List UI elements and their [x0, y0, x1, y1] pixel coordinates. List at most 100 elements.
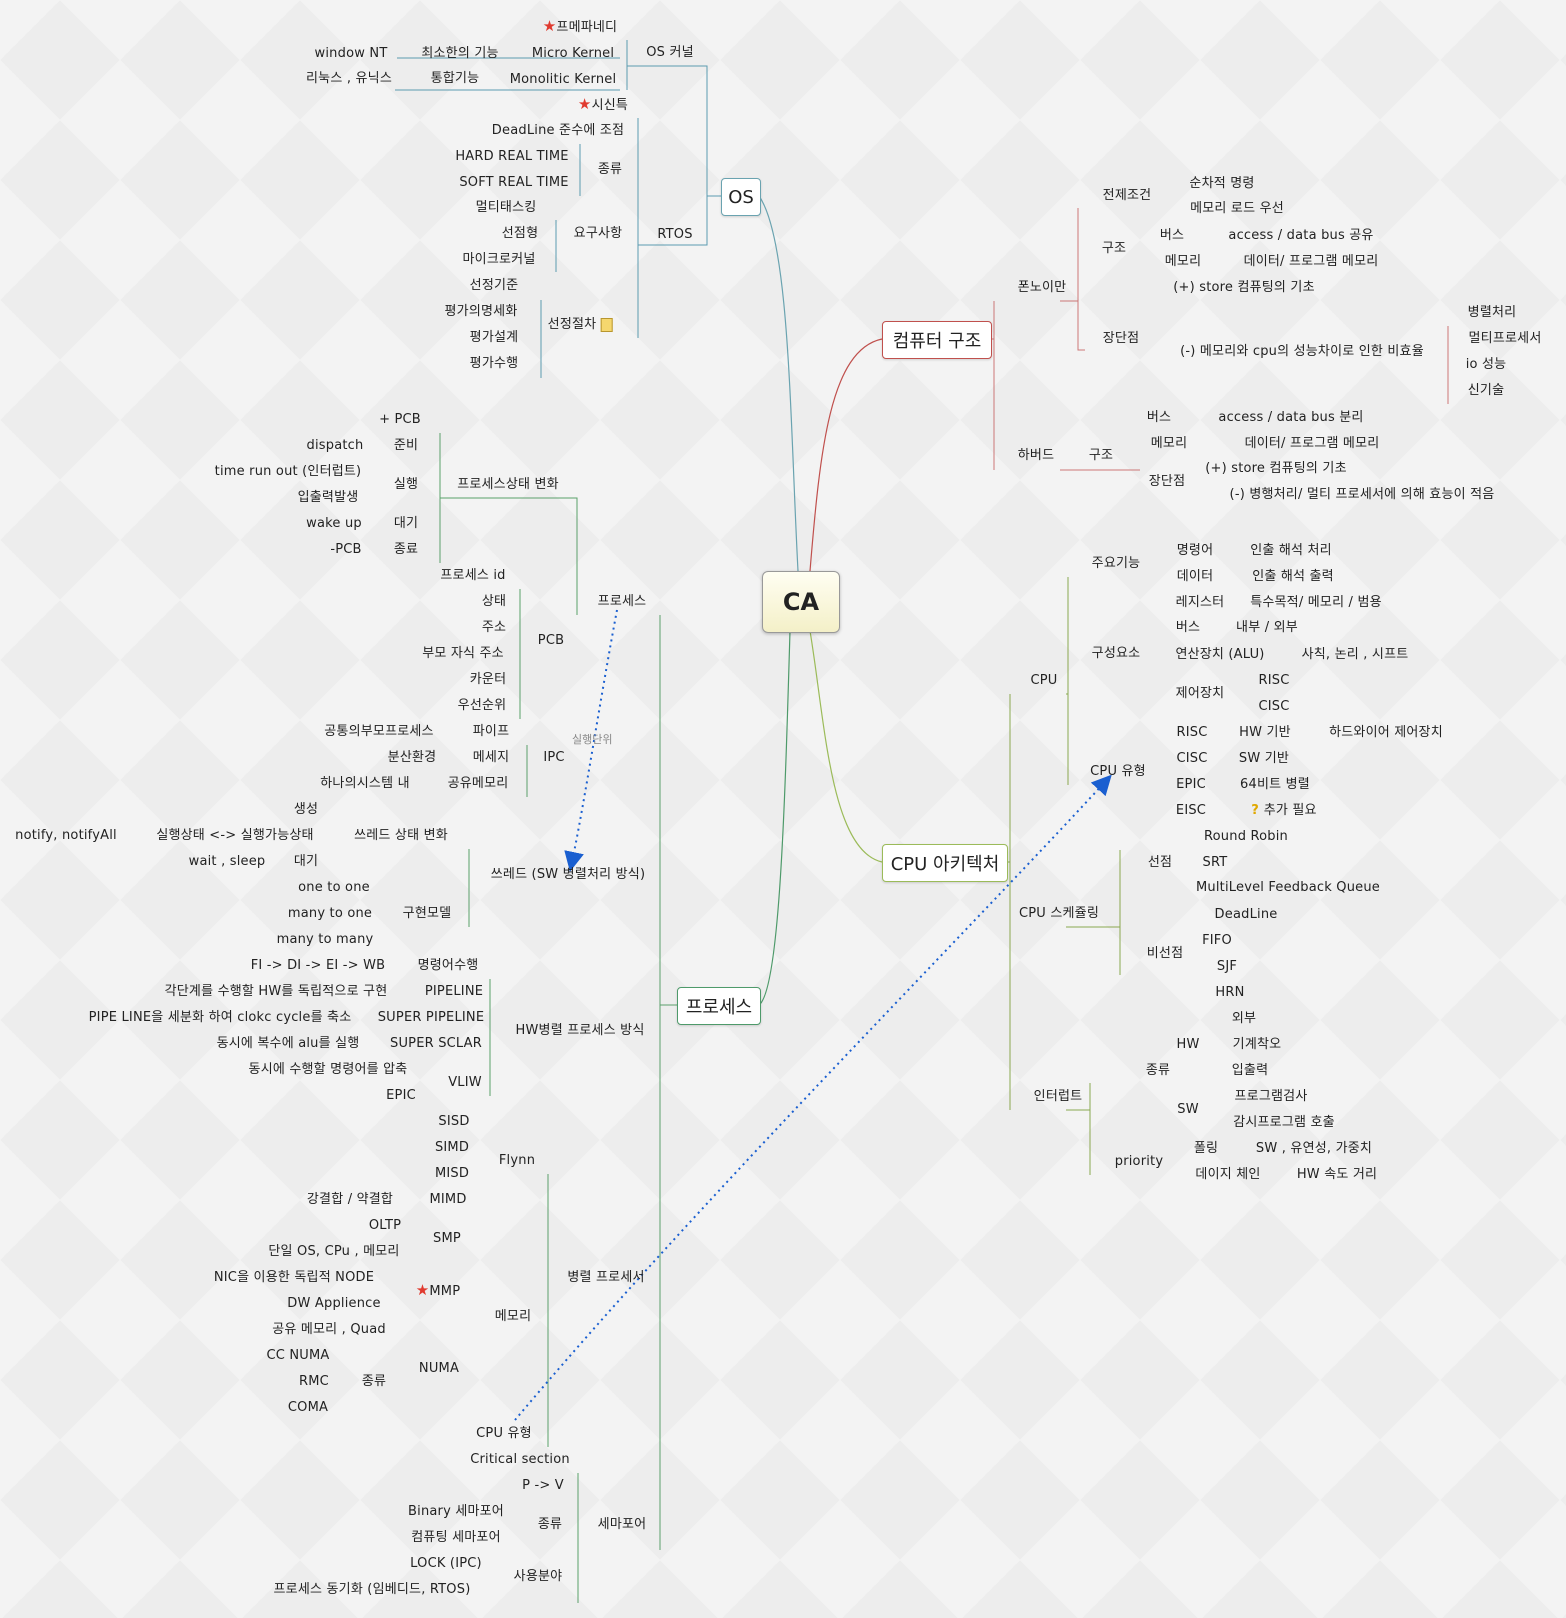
topic-hw-base[interactable]: HW 기반	[1239, 724, 1291, 742]
topic-shared-quad[interactable]: 공유 메모리 , Quad	[272, 1321, 386, 1339]
topic-von[interactable]: 폰노이만	[1018, 279, 1067, 297]
topic-parent-child[interactable]: 부모 자식 주소	[422, 645, 504, 663]
branch-process[interactable]: 프로세스	[677, 987, 761, 1025]
topic-premapanedi[interactable]: ★프메파네디	[543, 17, 617, 37]
topic-epic2[interactable]: EPIC	[386, 1087, 416, 1105]
topic-state-change[interactable]: 프로세스상태 변화	[457, 476, 559, 494]
topic-sw[interactable]: SW	[1177, 1101, 1199, 1119]
topic-components[interactable]: 구성요소	[1092, 645, 1141, 663]
topic-instr[interactable]: 명령어	[1177, 542, 1213, 560]
topic-superpipe-desc[interactable]: PIPE LINE을 세분화 하여 clokc cycle를 축소	[89, 1009, 352, 1027]
topic-bus[interactable]: 버스	[1147, 409, 1171, 427]
topic-priority[interactable]: priority	[1115, 1153, 1164, 1171]
topic-sw-base[interactable]: SW 기반	[1239, 750, 1289, 768]
topic-mem-load[interactable]: 메모리 로드 우선	[1190, 200, 1284, 218]
topic-cisc[interactable]: CISC	[1176, 750, 1207, 768]
topic-lock-ipc[interactable]: LOCK (IPC)	[410, 1555, 482, 1573]
topic-alu-desc[interactable]: 사칙, 논리 , 시프트	[1302, 646, 1409, 664]
topic-simd[interactable]: SIMD	[435, 1139, 469, 1157]
topic-multitask[interactable]: 멀티태스킹	[476, 199, 537, 217]
topic-cc-numa[interactable]: CC NUMA	[266, 1347, 329, 1365]
topic-control[interactable]: 제어장치	[1176, 685, 1225, 703]
topic-kind2[interactable]: 종류	[362, 1373, 386, 1391]
topic-proc-sync[interactable]: 프로세스 동기화 (임베디드, RTOS)	[274, 1581, 471, 1599]
topic-superpipe[interactable]: SUPER PIPELINE	[378, 1009, 485, 1027]
topic-hrn[interactable]: HRN	[1215, 984, 1244, 1002]
topic-mimd[interactable]: MIMD	[429, 1191, 466, 1209]
topic-pipeline-desc[interactable]: 각단계를 수행할 HW를 독립적으로 구현	[165, 983, 388, 1001]
topic-monolithic[interactable]: Monolitic Kernel	[510, 71, 617, 89]
topic-cpu-type[interactable]: CPU 유형	[1090, 763, 1146, 781]
topic-cpu[interactable]: CPU	[1030, 672, 1057, 690]
topic-rmc[interactable]: RMC	[299, 1373, 329, 1391]
topic-wait2[interactable]: 대기	[294, 853, 318, 871]
topic-coma[interactable]: COMA	[288, 1399, 328, 1417]
topic-monitor-call[interactable]: 감시프로그램 호출	[1233, 1114, 1335, 1132]
topic-fetch-decode-exec[interactable]: 인출 해석 처리	[1250, 542, 1332, 560]
topic-prereq[interactable]: 전제조건	[1103, 187, 1152, 205]
topic-run-state[interactable]: 실행상태 <-> 실행가능상태	[156, 827, 313, 845]
topic-need-add[interactable]: ? 추가 필요	[1251, 802, 1316, 820]
topic-soft-rt[interactable]: SOFT REAL TIME	[459, 174, 568, 192]
topic-sched[interactable]: CPU 스케쥴링	[1019, 905, 1099, 923]
topic-nonpreempt[interactable]: 비선점	[1147, 945, 1183, 963]
topic-many-many[interactable]: many to many	[277, 931, 374, 949]
root-node[interactable]: CA	[762, 571, 840, 633]
topic-fifo[interactable]: FIFO	[1202, 932, 1232, 950]
topic-deadline[interactable]: DeadLine 준수에 조점	[492, 122, 624, 140]
topic-hw-control[interactable]: 하드와이어 제어장치	[1329, 724, 1443, 742]
topic-run[interactable]: 실행	[394, 476, 418, 494]
topic-wait-sleep[interactable]: wait , sleep	[189, 853, 266, 871]
topic-thread[interactable]: 쓰레드 (SW 병렬처리 방식)	[491, 866, 646, 884]
topic-machine-err[interactable]: 기계착오	[1233, 1036, 1282, 1054]
topic-kind[interactable]: 종류	[598, 161, 622, 179]
topic-plus-pcb[interactable]: + PCB	[379, 411, 421, 429]
topic-hw-parallel[interactable]: HW병렬 프로세스 방식	[516, 1022, 645, 1040]
topic-distributed[interactable]: 분산환경	[388, 749, 437, 767]
topic-sel-proc[interactable]: 선정절차	[548, 316, 613, 334]
topic-misd[interactable]: MISD	[435, 1165, 469, 1183]
topic-shared-mem[interactable]: 공유메모리	[448, 775, 509, 793]
topic-mlfq[interactable]: MultiLevel Feedback Queue	[1196, 879, 1380, 897]
topic-semaphore[interactable]: 세마포어	[598, 1516, 647, 1534]
topic-addr[interactable]: 주소	[482, 619, 506, 637]
topic-integrated[interactable]: 통합기능	[431, 70, 480, 88]
topic-pv[interactable]: P -> V	[522, 1477, 564, 1495]
topic-risc[interactable]: RISC	[1259, 672, 1290, 690]
topic-preempt2[interactable]: 선점	[1148, 854, 1172, 872]
topic-dw[interactable]: DW Applience	[287, 1295, 380, 1313]
topic-single-os[interactable]: 단일 OS, CPu , 메모리	[268, 1243, 399, 1261]
topic-minus-pcb[interactable]: -PCB	[330, 541, 361, 559]
topic-timerun[interactable]: time run out (인터럽트)	[215, 463, 362, 481]
topic-numa[interactable]: NUMA	[419, 1360, 459, 1378]
topic-parallel[interactable]: 병렬처리	[1468, 304, 1517, 322]
topic-external[interactable]: 외부	[1232, 1010, 1256, 1028]
topic-process[interactable]: 프로세스	[598, 593, 647, 611]
topic-kind3[interactable]: 종류	[538, 1516, 562, 1534]
topic-linux-unix[interactable]: 리눅스 , 유닉스	[306, 70, 392, 88]
topic-one-one[interactable]: one to one	[298, 879, 370, 897]
topic-rr[interactable]: Round Robin	[1204, 828, 1288, 846]
topic-structure[interactable]: 구조	[1102, 240, 1126, 258]
topic-data-prog-mem[interactable]: 데이터/ 프로그램 메모리	[1245, 435, 1380, 453]
topic-parallel-proc[interactable]: 병렬 프로세서	[567, 1269, 644, 1287]
topic-bus-split[interactable]: access / data bus 분리	[1218, 409, 1363, 427]
topic-nic[interactable]: NIC을 이용한 독립적 NODE	[214, 1269, 374, 1287]
topic-terminate[interactable]: 종료	[394, 541, 418, 559]
topic-vliw[interactable]: VLIW	[448, 1074, 482, 1092]
topic-superscalar-desc[interactable]: 동시에 복수에 alu를 실행	[217, 1035, 360, 1053]
topic-dispatch[interactable]: dispatch	[307, 437, 364, 455]
topic-bit64[interactable]: 64비트 병렬	[1240, 776, 1310, 794]
topic-coupling[interactable]: 강결합 / 약결합	[307, 1191, 393, 1209]
topic-vliw-desc[interactable]: 동시에 수행할 명령어를 압축	[249, 1061, 408, 1079]
topic-seq-cmd[interactable]: 순차적 명령	[1189, 175, 1254, 193]
topic-preempt[interactable]: 선점형	[502, 225, 538, 243]
topic-eval-design[interactable]: 평가설계	[470, 329, 519, 347]
topic-reg-desc[interactable]: 특수목적/ 메모리 / 범용	[1250, 594, 1382, 612]
topic-main-func[interactable]: 주요기능	[1092, 555, 1141, 573]
topic-data[interactable]: 데이터	[1177, 568, 1213, 586]
topic-harvard[interactable]: 하버드	[1018, 447, 1054, 465]
topic-sisintuk[interactable]: ★시신특	[578, 95, 628, 115]
topic-impl-model[interactable]: 구현모델	[403, 905, 452, 923]
topic-cmd-exec[interactable]: 명령어수행	[418, 957, 479, 975]
